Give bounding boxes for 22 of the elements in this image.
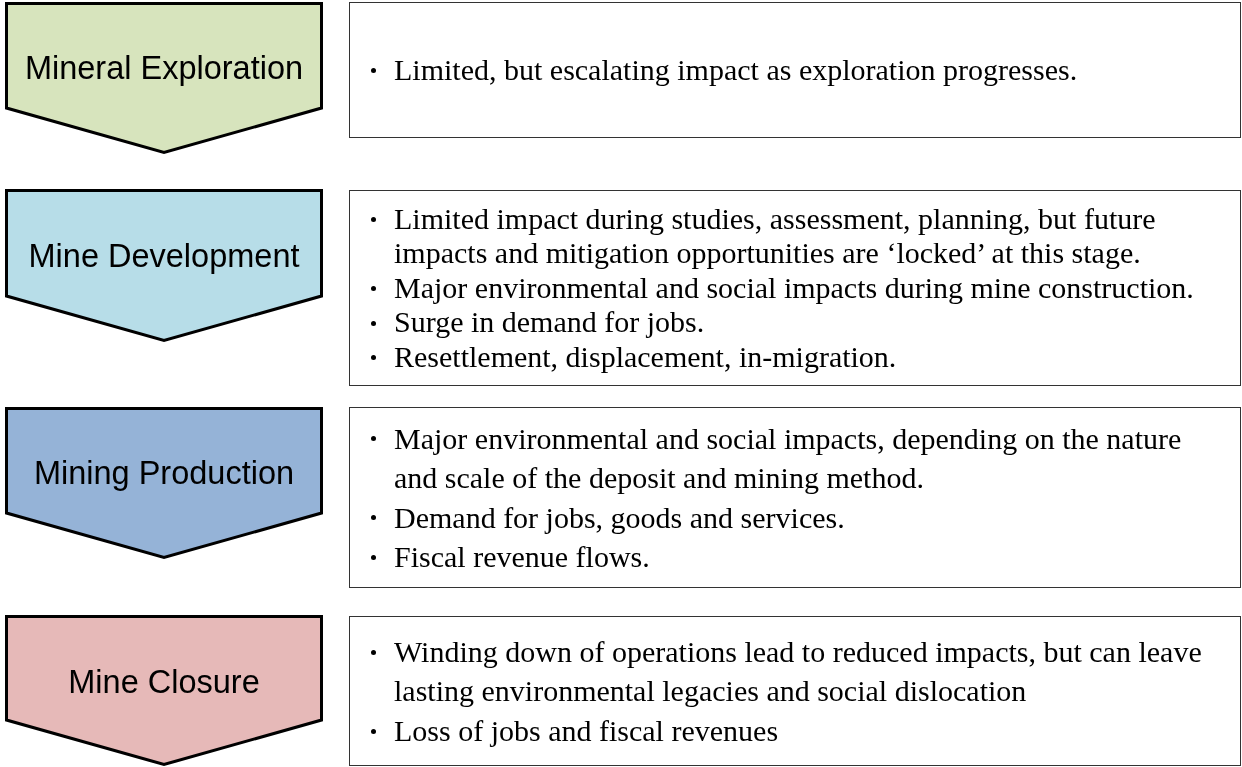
description-panel	[349, 190, 1241, 386]
stage-title: Mineral Exploration	[23, 51, 305, 85]
stage-pentagon	[5, 407, 323, 559]
description-panel	[349, 407, 1241, 588]
stage-title: Mine Development	[27, 239, 301, 273]
bullet-text: Demand for jobs, goods and services.	[394, 500, 845, 534]
bullet-text: Winding down of operations lead to reduced impacts, but can leave lasting environmental legacies and social dislocation	[394, 634, 1202, 708]
stage-pentagon	[5, 2, 323, 154]
description-panel	[349, 616, 1241, 766]
stage-pentagon	[5, 615, 323, 766]
bullet-text: Major environmental and social impacts during mine construction.	[394, 270, 1194, 304]
stage-title: Mining Production	[32, 456, 296, 490]
stage-pentagon	[5, 189, 323, 342]
bullet-text: Fiscal revenue flows.	[394, 540, 650, 573]
bullet-text: Surge in demand for jobs.	[394, 305, 705, 339]
description-panel	[349, 2, 1241, 138]
bullet-text: Major environmental and social impacts, depending on the nature and scale of the deposit and mining method.	[394, 421, 1182, 494]
bullet-text: Loss of jobs and fiscal revenues	[394, 713, 779, 747]
stage-title: Mine Closure	[67, 665, 261, 699]
bullet-text: Resettlement, displacement, in-migration.	[394, 339, 897, 373]
bullet-text: Limited impact during studies, assessment, planning, but future impacts and mitigation opportunities are ‘locked’ at this stage.	[394, 201, 1156, 270]
bullet-text: Limited, but escalating impact as exploration progresses.	[394, 53, 1078, 86]
